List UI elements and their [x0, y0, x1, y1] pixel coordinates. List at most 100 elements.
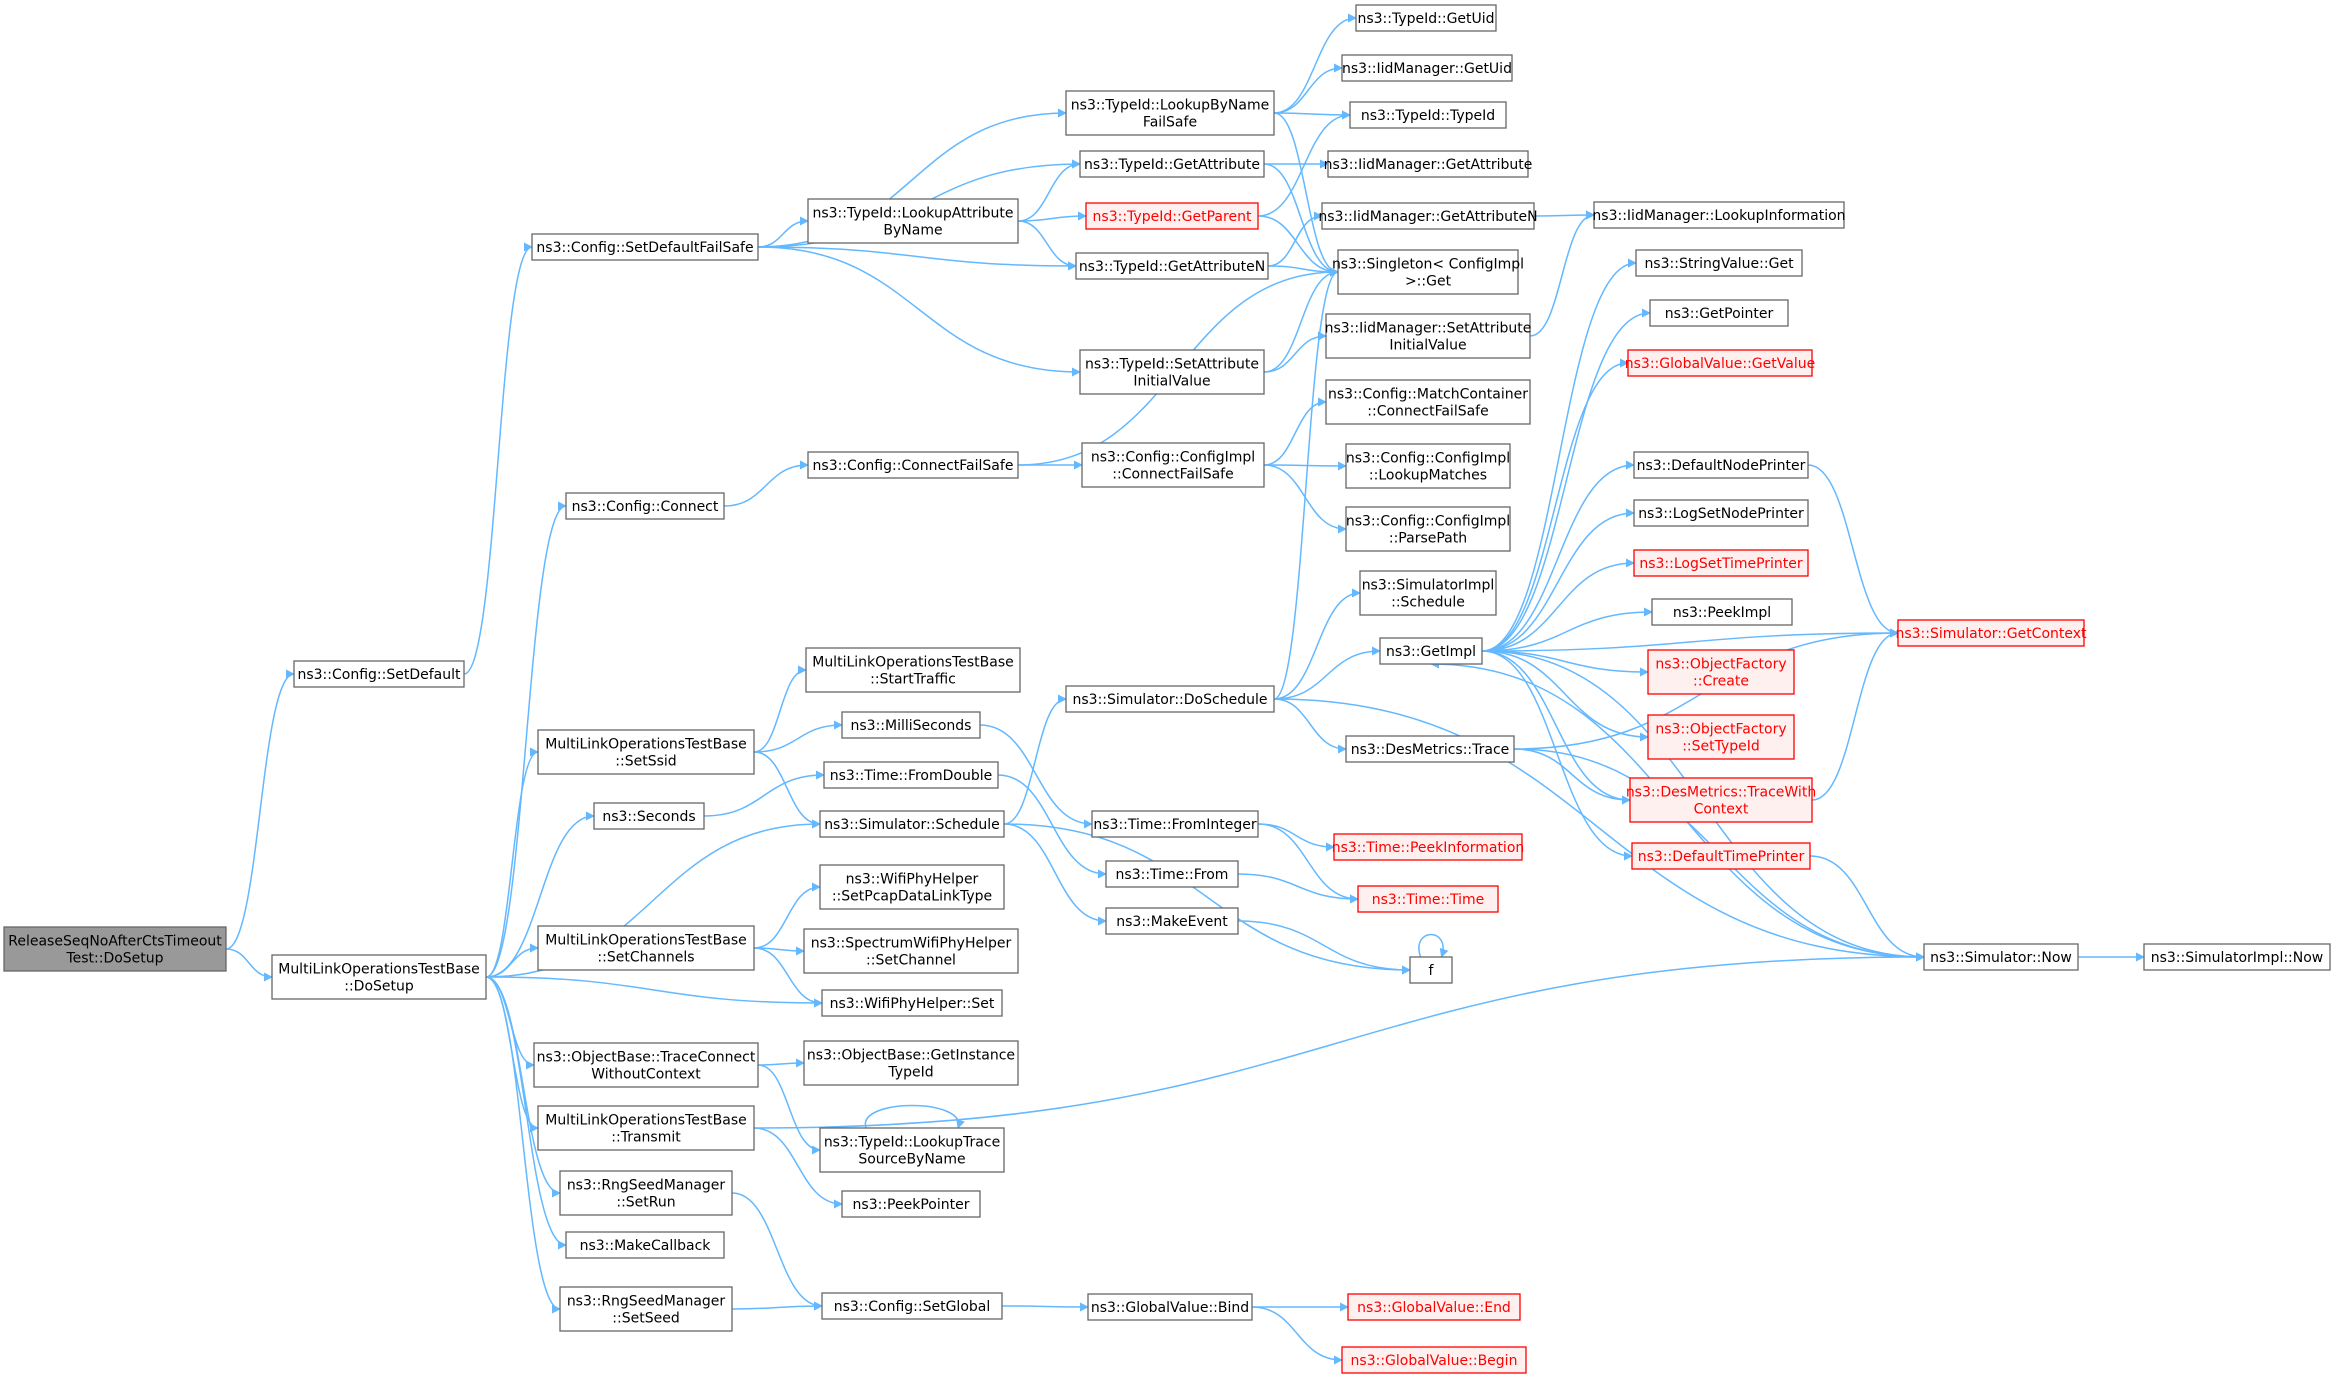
node-milli-seconds[interactable]: ns3::MilliSeconds — [841, 711, 981, 739]
node-iid-get-attribute[interactable]: ns3::IidManager::GetAttribute — [1324, 150, 1533, 178]
node-iid-get-uid[interactable]: ns3::IidManager::GetUid — [1341, 54, 1513, 82]
node-simulator-impl-now[interactable]: ns3::SimulatorImpl::Now — [2143, 943, 2331, 971]
node-simulator-impl-schedule[interactable]: ns3::SimulatorImpl::Schedule — [1359, 570, 1497, 616]
node-sim-schedule[interactable]: ns3::Simulator::Schedule — [819, 810, 1005, 838]
node-box — [1345, 735, 1515, 763]
edge-make-event-to-f — [1237, 920, 1411, 975]
edge-lookup-by-name-fail-safe-to-type-id-get-uid — [1273, 13, 1357, 114]
node-label-line: f — [1429, 963, 1435, 979]
node-label-line: ns3::DesMetrics::Trace — [1351, 742, 1510, 758]
node-set-pcap-data-link-type[interactable]: ns3::WifiPhyHelper::SetPcapDataLinkType — [819, 864, 1005, 910]
node-time-time[interactable]: ns3::Time::Time — [1357, 885, 1499, 913]
node-label-line: ns3::TypeId::LookupByName — [1071, 98, 1269, 114]
node-log-set-node-printer[interactable]: ns3::LogSetNodePrinter — [1633, 499, 1809, 527]
node-object-factory-create[interactable]: ns3::ObjectFactory::Create — [1647, 649, 1795, 695]
node-object-factory-set-type-id[interactable]: ns3::ObjectFactory::SetTypeId — [1647, 714, 1795, 760]
node-type-id-get-uid[interactable]: ns3::TypeId::GetUid — [1355, 4, 1497, 32]
node-label-line: ns3::GlobalValue::End — [1357, 1300, 1511, 1316]
node-f[interactable]: f — [1409, 956, 1453, 984]
node-string-value-get[interactable]: ns3::StringValue::Get — [1635, 249, 1803, 277]
node-set-ssid[interactable]: MultiLinkOperationsTestBase::SetSsid — [537, 729, 755, 775]
node-type-id-get-parent[interactable]: ns3::TypeId::GetParent — [1085, 202, 1259, 230]
node-box — [803, 928, 1019, 974]
node-global-value-bind[interactable]: ns3::GlobalValue::Bind — [1087, 1293, 1253, 1321]
node-wifi-phy-set[interactable]: ns3::WifiPhyHelper::Set — [821, 989, 1003, 1017]
node-box — [1087, 1293, 1253, 1321]
node-peek-impl[interactable]: ns3::PeekImpl — [1651, 598, 1793, 626]
node-label-line: ns3::TypeId::GetAttribute — [1084, 157, 1260, 173]
node-iid-set-attribute-initial-value[interactable]: ns3::IidManager::SetAttributeInitialValu… — [1325, 313, 1532, 359]
node-global-value-get-value[interactable]: ns3::GlobalValue::GetValue — [1625, 349, 1815, 377]
node-config-connect[interactable]: ns3::Config::Connect — [565, 492, 725, 520]
node-make-callback[interactable]: ns3::MakeCallback — [565, 1231, 725, 1259]
node-match-container-connect-fail-safe[interactable]: ns3::Config::MatchContainer::ConnectFail… — [1325, 379, 1531, 425]
edge-type-id-set-attribute-initial-value-to-singleton-get — [1263, 267, 1339, 373]
node-label-line: ns3::ObjectBase::TraceConnect — [537, 1050, 756, 1066]
node-box — [1647, 649, 1795, 695]
node-log-set-time-printer[interactable]: ns3::LogSetTimePrinter — [1633, 549, 1809, 577]
edge-config-set-global-to-global-value-bind — [1001, 1302, 1089, 1312]
node-sim-get-context[interactable]: ns3::Simulator::GetContext — [1895, 619, 2087, 647]
node-default-time-printer[interactable]: ns3::DefaultTimePrinter — [1631, 842, 1811, 870]
node-label-line: ns3::DesMetrics::TraceWith — [1626, 785, 1816, 801]
node-iid-get-attribute-n[interactable]: ns3::IidManager::GetAttributeN — [1318, 202, 1538, 230]
node-peek-pointer[interactable]: ns3::PeekPointer — [841, 1190, 981, 1218]
node-config-set-global[interactable]: ns3::Config::SetGlobal — [821, 1292, 1003, 1320]
edge-set-ssid-to-sim-schedule — [753, 751, 821, 829]
node-time-from-integer[interactable]: ns3::Time::FromInteger — [1091, 810, 1259, 838]
node-get-pointer[interactable]: ns3::GetPointer — [1649, 299, 1789, 327]
node-set-channels[interactable]: MultiLinkOperationsTestBase::SetChannels — [537, 925, 755, 971]
node-type-id-get-attribute[interactable]: ns3::TypeId::GetAttribute — [1079, 150, 1265, 178]
node-box — [803, 1040, 1019, 1086]
node-time-peek-information[interactable]: ns3::Time::PeekInformation — [1332, 833, 1525, 861]
node-sim-now[interactable]: ns3::Simulator::Now — [1923, 943, 2079, 971]
node-des-metrics-trace[interactable]: ns3::DesMetrics::Trace — [1345, 735, 1515, 763]
node-config-impl-lookup-matches[interactable]: ns3::Config::ConfigImpl::LookupMatches — [1345, 443, 1511, 489]
node-label-line: MultiLinkOperationsTestBase — [545, 1113, 747, 1129]
node-from-double[interactable]: ns3::Time::FromDouble — [823, 761, 999, 789]
node-make-event[interactable]: ns3::MakeEvent — [1105, 907, 1239, 935]
node-config-impl-parse-path[interactable]: ns3::Config::ConfigImpl::ParsePath — [1345, 506, 1511, 552]
node-seconds[interactable]: ns3::Seconds — [593, 802, 705, 830]
node-trace-connect-without-context[interactable]: ns3::ObjectBase::TraceConnectWithoutCont… — [533, 1042, 759, 1088]
node-box — [1321, 202, 1535, 230]
node-iid-lookup-information[interactable]: ns3::IidManager::LookupInformation — [1592, 201, 1846, 229]
node-singleton-get[interactable]: ns3::Singleton< ConfigImpl >::Get — [1332, 249, 1524, 295]
node-label-line: ns3::TypeId::SetAttribute — [1085, 357, 1259, 373]
node-get-impl[interactable]: ns3::GetImpl — [1379, 637, 1483, 665]
edge-get-impl-to-global-value-get-value — [1481, 358, 1629, 652]
node-start-traffic[interactable]: MultiLinkOperationsTestBase::StartTraffi… — [805, 647, 1021, 693]
node-transmit[interactable]: MultiLinkOperationsTestBase::Transmit — [537, 1105, 755, 1151]
node-set-run[interactable]: ns3::RngSeedManager::SetRun — [559, 1170, 733, 1216]
edge-lookup-attribute-by-name-to-type-id-get-attribute — [1017, 159, 1081, 222]
node-label-line: ns3::TypeId::GetUid — [1357, 11, 1494, 27]
node-type-id-type-id[interactable]: ns3::TypeId::TypeId — [1349, 101, 1507, 129]
node-type-id-get-attribute-n[interactable]: ns3::TypeId::GetAttributeN — [1075, 252, 1269, 280]
node-label-line: ns3::ObjectFactory — [1655, 722, 1786, 738]
node-box — [1357, 885, 1499, 913]
node-global-value-end[interactable]: ns3::GlobalValue::End — [1347, 1293, 1521, 1321]
node-box — [1593, 201, 1845, 229]
node-box — [1379, 637, 1483, 665]
node-sim-do-schedule[interactable]: ns3::Simulator::DoSchedule — [1065, 685, 1275, 713]
node-label-line: InitialValue — [1389, 338, 1466, 354]
node-spectrum-set-channel[interactable]: ns3::SpectrumWifiPhyHelper::SetChannel — [803, 928, 1019, 974]
node-label-line: ns3::Time::From — [1116, 867, 1229, 883]
node-config-impl-connect-fail-safe[interactable]: ns3::Config::ConfigImpl::ConnectFailSafe — [1081, 442, 1265, 488]
node-ml-do-setup[interactable]: MultiLinkOperationsTestBase::DoSetup — [271, 954, 487, 1000]
node-set-default[interactable]: ns3::Config::SetDefault — [293, 660, 465, 688]
node-set-seed[interactable]: ns3::RngSeedManager::SetSeed — [559, 1286, 733, 1332]
node-connect-fail-safe[interactable]: ns3::Config::ConnectFailSafe — [807, 451, 1019, 479]
node-time-from[interactable]: ns3::Time::From — [1105, 860, 1239, 888]
node-set-default-fail-safe[interactable]: ns3::Config::SetDefaultFailSafe — [531, 233, 759, 261]
node-global-value-begin[interactable]: ns3::GlobalValue::Begin — [1341, 1346, 1527, 1374]
edge-set-seed-to-config-set-global — [731, 1301, 823, 1311]
node-box — [1647, 714, 1795, 760]
node-default-node-printer[interactable]: ns3::DefaultNodePrinter — [1633, 451, 1809, 479]
